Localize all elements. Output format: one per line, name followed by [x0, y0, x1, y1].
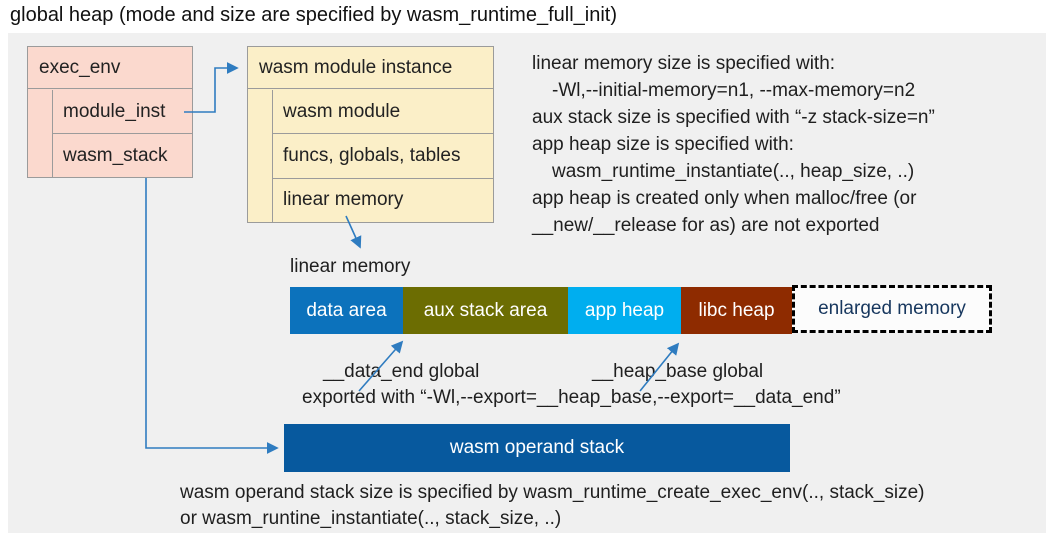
- note-line: wasm operand stack size is specified by …: [180, 482, 925, 503]
- note-line: wasm_runtime_instantiate(.., heap_size, …: [552, 161, 915, 182]
- export-flags-label: exported with “-Wl,--export=__heap_base,…: [302, 387, 841, 408]
- diagram-title: global heap (mode and size are specified…: [10, 4, 617, 26]
- exec-env-box: exec_env module_inst wasm_stack: [27, 46, 193, 178]
- module-instance-row-wasm-module: wasm module: [273, 90, 493, 135]
- note-line: or wasm_runtine_instantiate(.., stack_si…: [180, 508, 562, 529]
- operand-stack-notes: wasm operand stack size is specified by …: [180, 480, 925, 532]
- note-line: aux stack size is specified with “-z sta…: [532, 107, 935, 128]
- linear-memory-bar: data area aux stack area app heap libc h…: [290, 287, 792, 334]
- module-instance-indent-strip: [248, 90, 273, 222]
- memory-size-notes: linear memory size is specified with: -W…: [532, 50, 935, 239]
- segment-data-area: data area: [290, 287, 403, 334]
- module-instance-box: wasm module instance wasm module funcs, …: [247, 46, 494, 223]
- module-instance-row-linear-memory: linear memory: [283, 189, 404, 211]
- segment-libc-heap: libc heap: [681, 287, 792, 334]
- module-instance-header: wasm module instance: [248, 47, 493, 89]
- note-line: app heap size is specified with:: [532, 134, 794, 155]
- module-instance-row-funcs-globals-tables: funcs, globals, tables: [273, 134, 493, 179]
- note-line: -Wl,--initial-memory=n1, --max-memory=n2: [552, 80, 916, 101]
- note-line: linear memory size is specified with:: [532, 53, 836, 74]
- segment-app-heap: app heap: [568, 287, 681, 334]
- segment-enlarged-memory: enlarged memory: [792, 285, 992, 333]
- exec-env-indent-strip: [28, 90, 53, 177]
- heap-base-global-label: __heap_base global: [592, 361, 764, 382]
- linear-memory-label: linear memory: [290, 256, 411, 277]
- wasm-operand-stack-bar: wasm operand stack: [284, 424, 790, 472]
- note-line: __new/__release for as) are not exported: [532, 215, 880, 236]
- note-line: app heap is created only when malloc/fre…: [532, 188, 917, 209]
- segment-aux-stack-area: aux stack area: [403, 287, 568, 334]
- exec-env-row-module-inst: module_inst: [53, 90, 192, 134]
- data-end-global-label: __data_end global: [323, 361, 480, 382]
- exec-env-header: exec_env: [28, 47, 192, 89]
- exec-env-row-wasm-stack: wasm_stack: [63, 144, 168, 166]
